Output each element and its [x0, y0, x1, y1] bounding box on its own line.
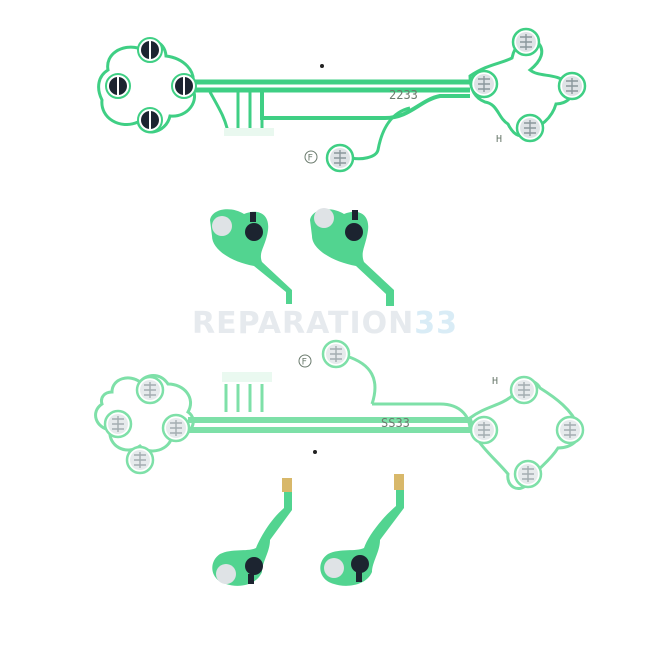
watermark-number: 33: [414, 306, 459, 341]
top-main-ribbon: [97, 27, 587, 173]
small-flex-right-bottom: [320, 474, 404, 586]
small-flex-left-top: [210, 209, 292, 304]
top-ribbon-letter: H: [496, 134, 502, 145]
bottom-ribbon-letter: H: [492, 376, 498, 387]
watermark: REPARATION33: [0, 306, 650, 341]
top-ribbon-code: 2233: [389, 88, 418, 102]
top-ribbon-recycle-icon: F: [304, 150, 318, 164]
watermark-brand: REPARATION: [191, 306, 415, 341]
bottom-ribbon-code: SS33: [381, 416, 410, 430]
svg-text:F: F: [308, 154, 313, 164]
svg-text:F: F: [302, 358, 307, 368]
small-flex-right-top: [310, 208, 394, 306]
small-flex-left-bottom: [212, 478, 292, 586]
bottom-main-ribbon: [94, 339, 585, 490]
bottom-ribbon-recycle-icon: F: [298, 354, 312, 368]
